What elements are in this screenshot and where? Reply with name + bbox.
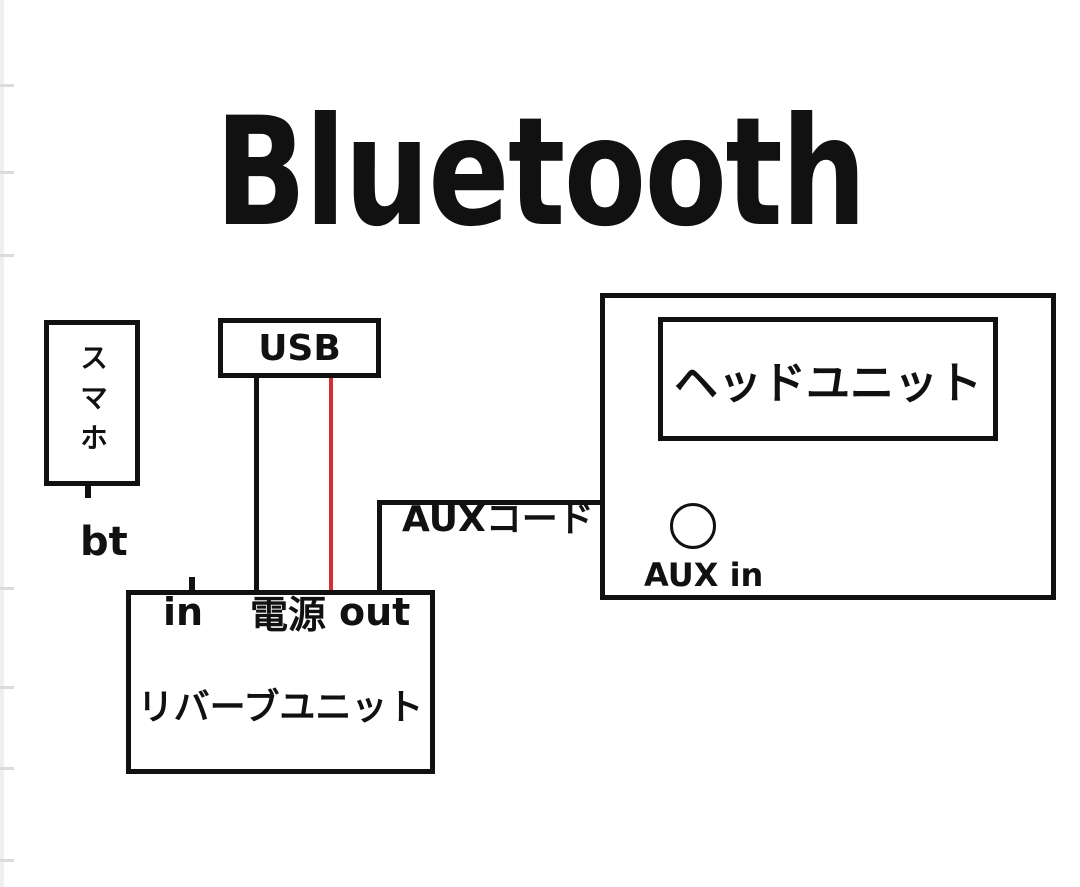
head-unit-label: ヘッドユニット [674,358,982,409]
aux-in-label: AUX in [644,556,764,594]
edge-tick [0,767,14,770]
reverb-port-power-label: 電源 [250,593,327,637]
edge-tick [0,254,14,257]
reverb-in-antenna-stub [189,577,195,590]
reverb-unit-label: リバーブユニット [137,687,424,728]
usb-to-reverb-power-wire [329,378,333,590]
usb-to-reverb-signal-wire [254,378,259,590]
head-unit-label-box: ヘッドユニット [658,317,998,441]
edge-tick [0,859,14,862]
edge-tick [0,171,14,174]
reverb-unit-box [126,590,435,774]
edge-tick [0,587,14,590]
smartphone-box: スマホ [44,320,140,486]
page-title: Bluetooth [214,86,867,260]
edge-tick [0,84,14,87]
aux-in-jack-icon [670,503,716,549]
edge-tick [0,686,14,689]
reverb-port-in-label: in [163,590,204,634]
page-edge-artifact [0,0,4,887]
smartphone-antenna-stub [85,486,91,498]
usb-box: USB [218,318,381,378]
aux-cord-wire [377,500,605,505]
usb-label: USB [258,327,341,369]
reverb-out-wire [377,502,382,590]
reverb-port-out-label: out [339,590,411,634]
aux-cord-label: AUXコード [402,499,594,540]
bluetooth-link-label: bt [80,519,128,565]
smartphone-label: スマホ [76,343,109,463]
